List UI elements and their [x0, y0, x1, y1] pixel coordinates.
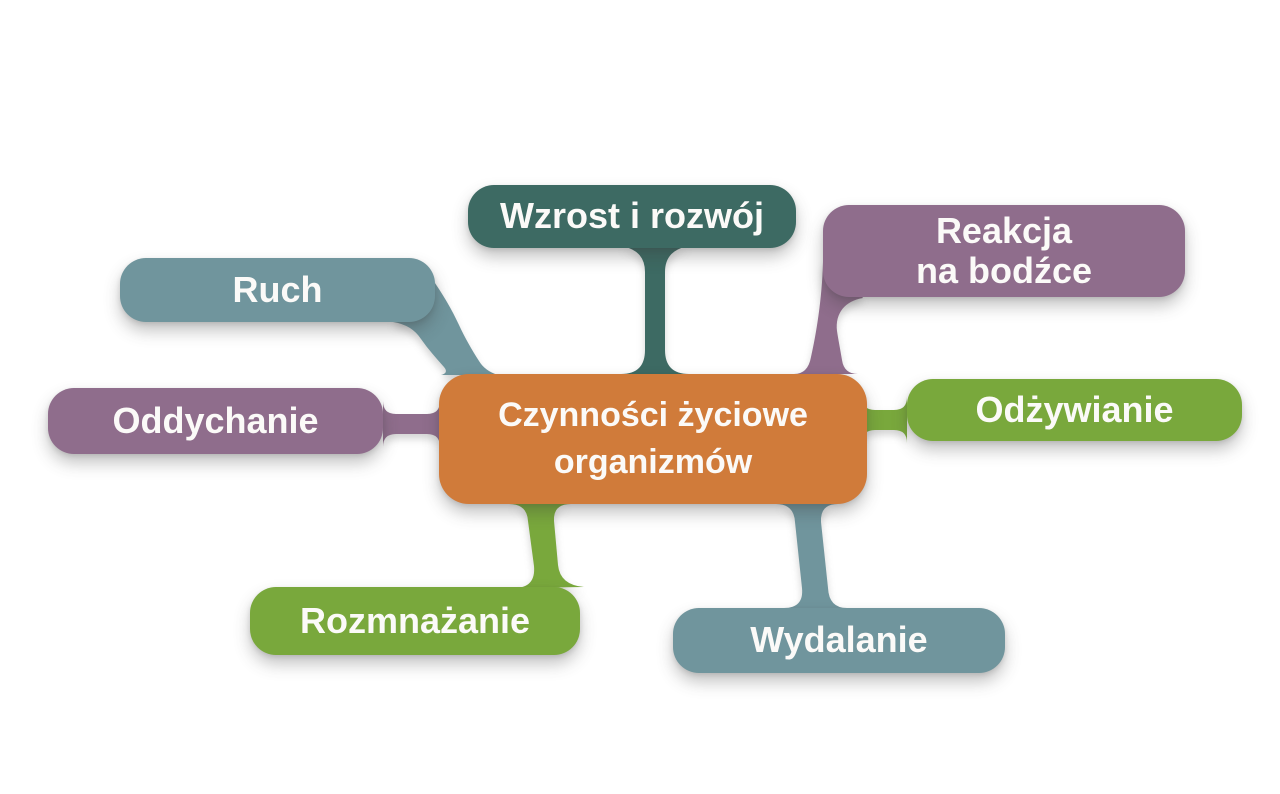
node-label: Ruch [232, 268, 323, 310]
node-central: Czynności życiowe organizmów [439, 374, 867, 504]
connector-wydalanie [776, 504, 847, 608]
node-ruch: Ruch [120, 258, 435, 322]
node-label-line1: Reakcja [935, 209, 1073, 251]
node-label: Wydalanie [750, 619, 928, 661]
node-odzywianie: Odżywianie [907, 379, 1242, 441]
node-wydalanie: Wydalanie [673, 608, 1005, 673]
node-label-line2: na bodźce [915, 250, 1093, 291]
connector-oddychanie [383, 401, 440, 447]
node-central-label-line2: organizmów [553, 443, 753, 481]
connector-wzrost-i-rozwoj [621, 246, 689, 374]
node-central-label-line1: Czynności życiowe [498, 396, 808, 435]
node-label: Odżywianie [975, 388, 1174, 430]
node-oddychanie: Oddychanie [48, 388, 383, 454]
connector-rozmnazanie [509, 504, 584, 588]
node-label: Oddychanie [112, 399, 319, 441]
node-reakcja-na-bodzce: Reakcja na bodźce [823, 205, 1185, 297]
node-wzrost-i-rozwoj: Wzrost i rozwój [468, 185, 796, 248]
node-label: Wzrost i rozwój [500, 195, 764, 237]
connector-odzywianie [862, 397, 907, 443]
node-rozmnazanie: Rozmnażanie [250, 587, 580, 655]
node-label: Rozmnażanie [299, 599, 531, 641]
